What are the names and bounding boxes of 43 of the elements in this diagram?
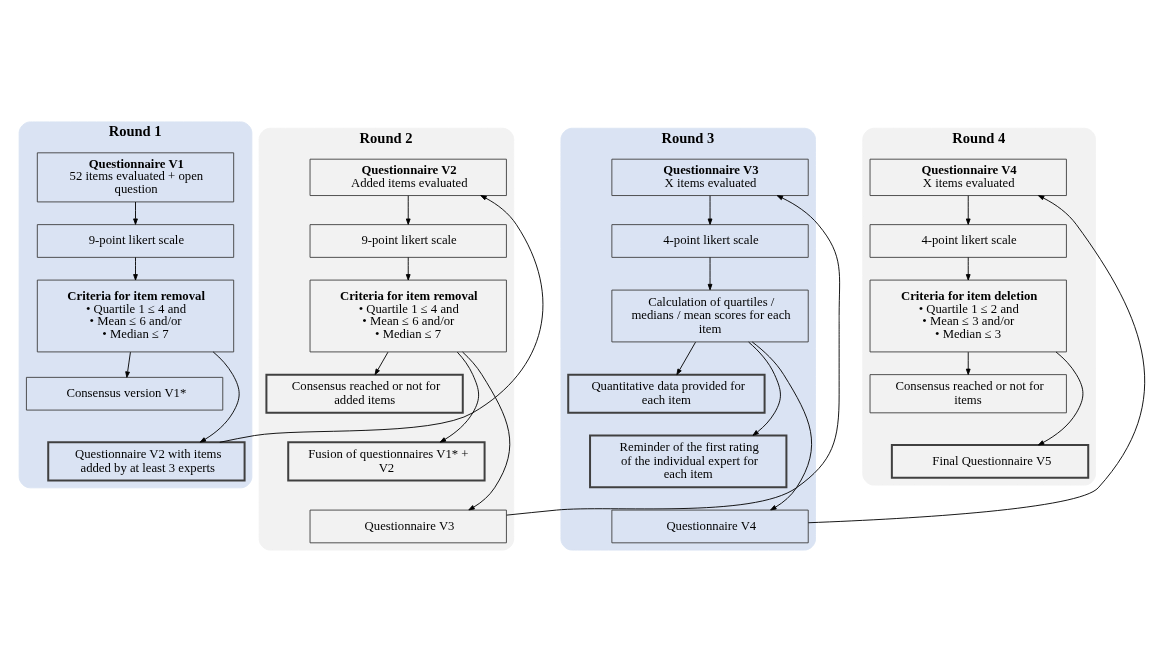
node-box: Fusion of questionnaires V1* + V2 [287, 440, 486, 482]
arrow [965, 256, 971, 280]
node-box: 4-point likert scale [869, 223, 1067, 258]
node-box: Criteria for item removal • Quartile 1 ≤ 4 and • Mean ≤ 6 and/or • Median ≤ 7 [309, 279, 507, 352]
arrow [707, 256, 713, 290]
node-box: Quantitative data provided for each item [567, 373, 766, 414]
node-box: Questionnaire V4 X items evaluated [869, 158, 1067, 196]
node-box: Criteria for item deletion • Quartile 1 ≤ 2 and • Mean ≤ 3 and/or • Median ≤ 3 [869, 279, 1067, 352]
node-box: Questionnaire V2 Added items evaluated [309, 158, 507, 196]
arrow [707, 194, 713, 225]
arrow [748, 341, 781, 436]
arrow [1037, 351, 1084, 445]
arrow [219, 194, 544, 443]
node-box: Consensus reached or not for added items [265, 373, 464, 414]
arrow [405, 256, 411, 280]
arrow [125, 351, 131, 378]
node-box: Consensus reached or not for items [869, 373, 1067, 413]
arrow [199, 351, 240, 443]
arrow [751, 341, 812, 510]
node-box: Final Questionnaire V5 [890, 443, 1090, 479]
node-box: Reminder of the first rating of the individual expert for each item [589, 434, 788, 488]
arrow [676, 341, 696, 375]
arrow [133, 201, 138, 225]
node-box: Criteria for item removal • Quartile 1 ≤ 4 and • Mean ≤ 6 and/or • Median ≤ 7 [36, 279, 235, 352]
arrow [807, 194, 1146, 523]
node-box: Questionnaire V4 [611, 509, 809, 543]
arrow [374, 351, 389, 375]
node-box: Calculation of quartiles / medians / mean scores for each item [611, 289, 809, 342]
arrow [133, 256, 138, 280]
arrow [965, 351, 971, 375]
node-box: 9-point likert scale [309, 223, 507, 258]
node-box: 9-point likert scale [36, 223, 235, 258]
arrow [439, 351, 480, 443]
arrow [506, 194, 841, 516]
node-box: Consensus version V1* [25, 376, 224, 411]
node-box: 4-point likert scale [611, 223, 809, 258]
arrow [965, 194, 971, 225]
node-box: Questionnaire V3 X items evaluated [611, 158, 809, 196]
node-box: Questionnaire V2 with items added by at least 3 experts [47, 440, 246, 482]
arrow [462, 351, 511, 510]
arrow [405, 194, 411, 225]
node-box: Questionnaire V3 [309, 509, 507, 543]
node-box: Questionnaire V1 52 items evaluated + open question [36, 151, 235, 202]
